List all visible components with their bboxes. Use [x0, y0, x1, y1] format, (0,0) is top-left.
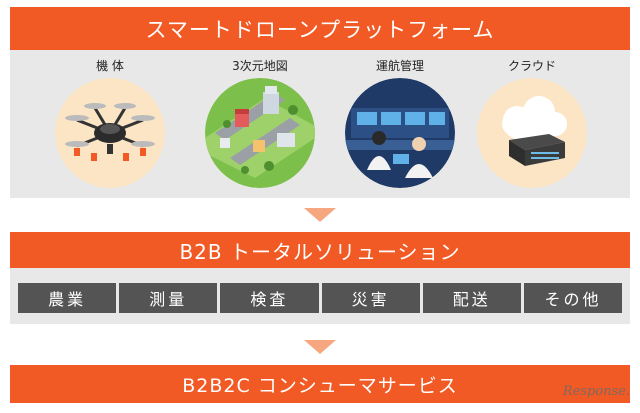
b2b-categories-panel: 農業 測量 検査 災害 配送 その他: [10, 268, 630, 324]
platform-components-panel: 機 体: [10, 50, 630, 198]
category-inspection: 検査: [220, 283, 319, 313]
arrow-down-icon: [304, 340, 336, 354]
b2b-title: B2B トータルソリューション: [179, 239, 461, 264]
category-agriculture: 農業: [18, 283, 117, 313]
category-other: その他: [523, 283, 623, 313]
component-flight-management: 運航管理: [340, 56, 460, 188]
component-label-3d-map: 3次元地図: [232, 59, 288, 73]
drone-icon: [55, 78, 165, 188]
platform-title: スマートドローンプラットフォーム: [145, 17, 495, 42]
category-disaster: 災害: [321, 283, 420, 313]
component-label-airframe: 機 体: [96, 59, 124, 73]
category-surveying: 測量: [119, 283, 218, 313]
category-delivery: 配送: [422, 283, 521, 313]
cloud-server-icon: [477, 78, 587, 188]
component-3d-map: 3次元地図: [200, 56, 320, 188]
component-label-cloud: クラウド: [507, 59, 556, 73]
b2b2c-title-banner: B2B2C コンシューマサービス: [10, 365, 630, 403]
platform-title-banner: スマートドローンプラットフォーム: [10, 7, 630, 50]
component-label-flight-management: 運航管理: [375, 59, 424, 73]
component-cloud: クラウド: [472, 56, 592, 188]
control-room-icon: [345, 78, 455, 188]
category-row: 農業 測量 検査 災害 配送 その他: [18, 283, 623, 313]
watermark-logo: Response.: [562, 384, 630, 399]
arrow-down-icon: [304, 208, 336, 222]
b2b2c-title: B2B2C コンシューマサービス: [182, 374, 458, 397]
b2b-title-banner: B2B トータルソリューション: [10, 232, 630, 268]
city-map-icon: [205, 78, 315, 188]
component-airframe: 機 体: [50, 56, 170, 188]
